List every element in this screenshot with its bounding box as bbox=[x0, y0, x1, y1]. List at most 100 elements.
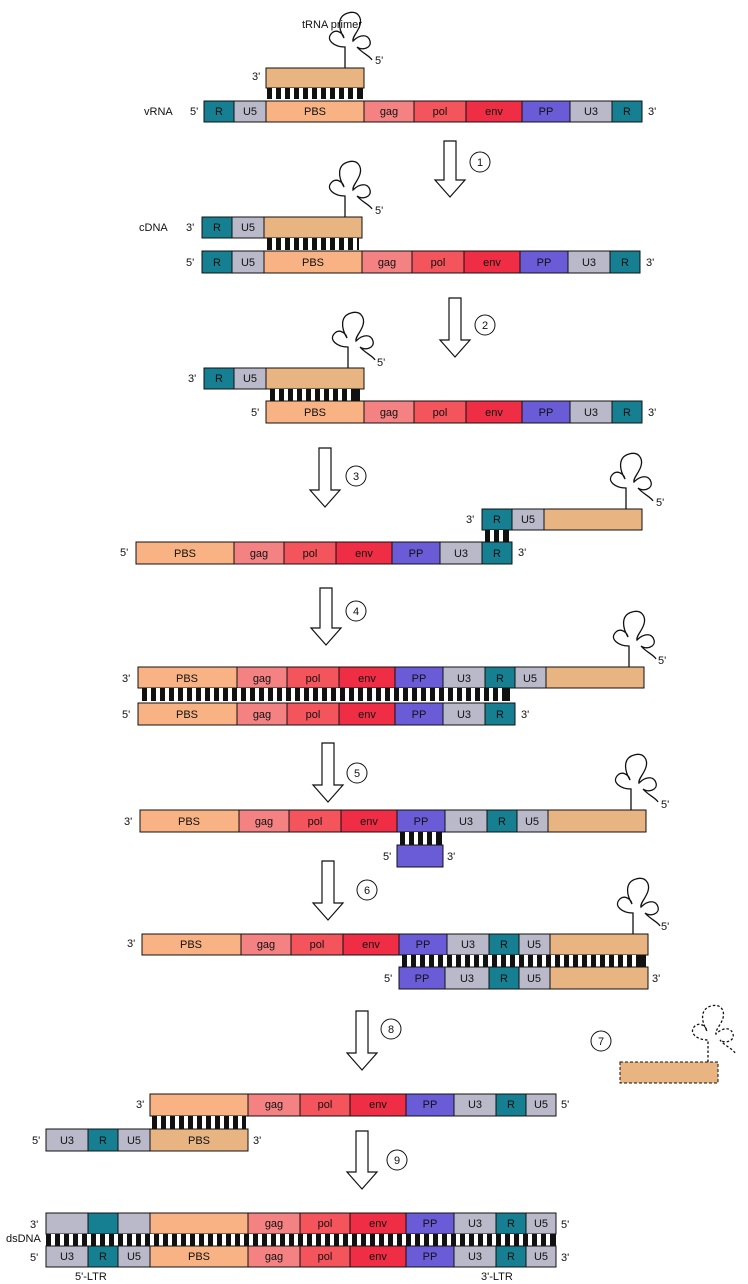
pairing-ladder bbox=[270, 389, 360, 401]
pairing-ladder bbox=[400, 832, 442, 845]
step-7-released-primer: 7 bbox=[590, 1004, 736, 1084]
svg-text:R: R bbox=[623, 407, 631, 419]
svg-text:pol: pol bbox=[310, 939, 325, 951]
svg-text:PP: PP bbox=[409, 548, 424, 560]
end-label-5: 5' bbox=[30, 1252, 38, 1264]
svg-text:PBS: PBS bbox=[174, 548, 196, 560]
svg-text:env: env bbox=[485, 106, 503, 118]
svg-text:env: env bbox=[358, 673, 376, 685]
segment-U3: U3 bbox=[439, 541, 483, 565]
end-label-5: 5' bbox=[251, 407, 259, 419]
segment-U5: U5 bbox=[518, 966, 551, 990]
segment-pol: pol bbox=[290, 933, 344, 956]
svg-text:env: env bbox=[360, 816, 378, 828]
segment-PBS: PBS bbox=[265, 100, 365, 123]
segment-U3: U3 bbox=[453, 1093, 497, 1117]
end-label-5: 5' bbox=[186, 257, 194, 269]
segment-pol: pol bbox=[286, 702, 340, 726]
svg-text:U5: U5 bbox=[534, 1251, 548, 1263]
svg-text:pol: pol bbox=[318, 1099, 333, 1111]
segment-PBS: PBS bbox=[149, 1128, 249, 1152]
step-number: 7 bbox=[598, 1036, 604, 1048]
stage-0-vrna: tRNA primer 5' 3' vRNA 5' R U5 PBS gag p… bbox=[144, 11, 656, 123]
svg-text:pol: pol bbox=[306, 673, 321, 685]
svg-text:PP: PP bbox=[415, 973, 430, 985]
segment-U3: U3 bbox=[446, 933, 490, 956]
svg-text:gag: gag bbox=[265, 1099, 283, 1111]
segment-U3: U3 bbox=[569, 400, 613, 424]
svg-text:PBS: PBS bbox=[188, 1251, 210, 1263]
segment-PBS: PBS bbox=[137, 702, 238, 726]
segment-pol: pol bbox=[288, 809, 342, 833]
segment-PP: PP bbox=[519, 250, 569, 274]
segment-U3: U3 bbox=[444, 809, 488, 833]
segment-U3: U3 bbox=[45, 1245, 89, 1268]
segment-R: R bbox=[481, 541, 513, 565]
segment-PBS: PBS bbox=[149, 1245, 249, 1268]
step-arrow-9: 9 bbox=[345, 1130, 408, 1190]
segment-PP: PP bbox=[396, 809, 446, 833]
trna-cloverleaf-icon bbox=[612, 610, 657, 667]
segment-U5: U5 bbox=[117, 1128, 151, 1152]
step-number: 9 bbox=[394, 1155, 400, 1167]
stage-1-cdna: 5' cDNA 3' R U5 5' R U5 PBS gag pol env … bbox=[139, 160, 654, 274]
segment-R: R bbox=[201, 216, 233, 239]
segment-U5: U5 bbox=[233, 100, 267, 123]
segment-PP: PP bbox=[394, 702, 444, 726]
end-label-3: 3' bbox=[186, 222, 194, 234]
segment-PBS: PBS bbox=[141, 933, 242, 956]
segment-R: R bbox=[201, 250, 233, 274]
svg-text:R: R bbox=[507, 1251, 515, 1263]
svg-text:pol: pol bbox=[431, 257, 446, 269]
segment-U5: U5 bbox=[525, 1245, 557, 1268]
svg-text:pol: pol bbox=[308, 816, 323, 828]
end-label-3: 3' bbox=[253, 1135, 261, 1147]
step-number: 1 bbox=[477, 157, 483, 169]
segment-gag: gag bbox=[238, 809, 290, 833]
trna-cloverleaf-icon bbox=[328, 160, 373, 217]
end-label-3: 3' bbox=[30, 1219, 38, 1231]
svg-text:PBS: PBS bbox=[180, 939, 202, 951]
segment-env: env bbox=[338, 666, 396, 689]
svg-text:PP: PP bbox=[539, 106, 554, 118]
svg-text:U3: U3 bbox=[459, 816, 473, 828]
segment-R: R bbox=[609, 250, 641, 274]
segment-pol: pol bbox=[283, 541, 337, 565]
segment-env: env bbox=[335, 541, 393, 565]
svg-text:R: R bbox=[498, 816, 506, 828]
svg-text:U5: U5 bbox=[241, 257, 255, 269]
svg-text:gag: gag bbox=[380, 106, 398, 118]
segment-PP: PP bbox=[405, 1212, 455, 1235]
segment-PBS bbox=[149, 1212, 249, 1235]
segment-U5: U5 bbox=[231, 216, 265, 239]
end-label-3: 3' bbox=[136, 1099, 144, 1111]
pairing-ladder bbox=[142, 688, 510, 701]
segment-gag: gag bbox=[363, 400, 415, 424]
end-label-3: 3' bbox=[122, 673, 130, 685]
step-arrow-3: 3 bbox=[308, 447, 367, 508]
segment-PP: PP bbox=[398, 933, 448, 956]
end-label-3: 3' bbox=[648, 106, 656, 118]
svg-text:U3: U3 bbox=[584, 106, 598, 118]
svg-text:env: env bbox=[485, 407, 503, 419]
svg-text:U3: U3 bbox=[468, 1251, 482, 1263]
svg-text:env: env bbox=[369, 1251, 387, 1263]
segment-R: R bbox=[495, 1245, 527, 1268]
segment-R: R bbox=[611, 400, 643, 424]
svg-text:pol: pol bbox=[318, 1218, 333, 1230]
svg-text:env: env bbox=[369, 1218, 387, 1230]
svg-text:U5: U5 bbox=[127, 1251, 141, 1263]
svg-text:U3: U3 bbox=[454, 548, 468, 560]
segment-env: env bbox=[465, 400, 523, 424]
trna-cloverleaf-icon bbox=[331, 311, 376, 368]
svg-text:PP: PP bbox=[416, 939, 431, 951]
end-label-5: 5' bbox=[384, 973, 392, 985]
segment-R: R bbox=[87, 1128, 119, 1152]
end-label-3: 3' bbox=[252, 71, 260, 83]
svg-text:U5: U5 bbox=[534, 1099, 548, 1111]
trna-cloverleaf-icon bbox=[609, 452, 654, 509]
primer-segment-dashed bbox=[619, 1061, 719, 1084]
end-label-5: 5' bbox=[122, 709, 130, 721]
pairing-ladder bbox=[267, 238, 359, 250]
svg-text:pol: pol bbox=[433, 407, 448, 419]
